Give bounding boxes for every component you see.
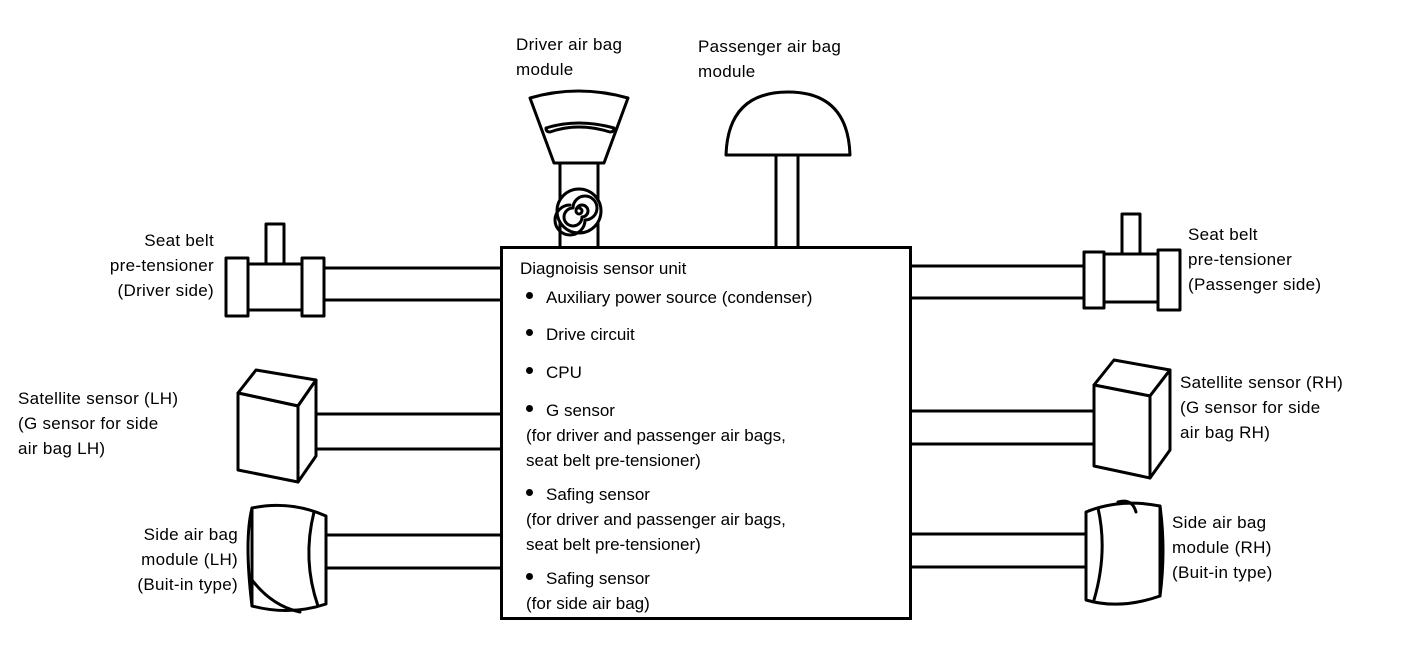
side-airbag-lh-label: Side air bag module (LH) (Buit-in type) — [137, 525, 238, 594]
pretensioner-passenger-label: Seat belt pre-tensioner (Passenger side) — [1188, 225, 1322, 294]
sensor-unit-item-label: Drive circuit — [546, 325, 635, 344]
sensor-unit-title: Diagnoisis sensor unit — [520, 259, 687, 278]
satellite-sensor-lh-drawing — [236, 368, 318, 484]
bullet-icon — [526, 329, 533, 337]
diagnosis-sensor-unit-box — [500, 246, 912, 620]
sensor-unit-item-label: Auxiliary power source (condenser) — [546, 288, 813, 307]
passenger-airbag-module-drawing — [724, 90, 852, 248]
satellite-sensor-rh-label: Satellite sensor (RH) (G sensor for side… — [1180, 373, 1344, 442]
sensor-unit-item: G sensor (for driver and passenger air b… — [526, 398, 786, 473]
bullet-icon — [526, 292, 533, 300]
side-airbag-rh-drawing — [1084, 499, 1165, 606]
pretensioner-driver-label: Seat belt pre-tensioner (Driver side) — [109, 231, 214, 300]
bullet-icon — [526, 367, 533, 375]
satellite-sensor-lh-label: Satellite sensor (LH) (G sensor for side… — [18, 389, 179, 458]
satellite-sensor-rh-drawing — [1092, 358, 1172, 480]
sensor-unit-item: Safing sensor (for side air bag) — [526, 566, 650, 616]
sensor-unit-item: Safing sensor (for driver and passenger … — [526, 482, 786, 557]
sensor-unit-item: CPU — [526, 360, 582, 385]
side-airbag-lh-drawing — [246, 503, 328, 614]
sensor-unit-item-note: seat belt pre-tensioner) — [526, 451, 701, 470]
side-airbag-rh-label: Side air bag module (RH) (Buit-in type) — [1172, 513, 1273, 582]
sensor-unit-item-note: (for driver and passenger air bags, — [526, 426, 786, 445]
sensor-unit-item-label: Safing sensor — [546, 485, 650, 504]
sensor-unit-item-label: Safing sensor — [546, 569, 650, 588]
bullet-icon — [526, 405, 533, 413]
sensor-unit-item-label: CPU — [546, 363, 582, 382]
driver-airbag-label: Driver air bag module — [516, 35, 623, 79]
bullet-icon — [526, 573, 533, 581]
pretensioner-passenger-drawing — [1082, 212, 1182, 312]
passenger-airbag-label: Passenger air bag module — [698, 37, 842, 81]
sensor-unit-item-note: (for side air bag) — [526, 594, 650, 613]
sensor-unit-item-note: seat belt pre-tensioner) — [526, 535, 701, 554]
sensor-unit-item-label: G sensor — [546, 401, 615, 420]
sensor-unit-item: Drive circuit — [526, 322, 635, 347]
sensor-unit-item: Auxiliary power source (condenser) — [526, 285, 812, 310]
driver-airbag-module-drawing — [528, 89, 630, 248]
sensor-unit-item-note: (for driver and passenger air bags, — [526, 510, 786, 529]
pretensioner-driver-drawing — [224, 222, 326, 318]
bullet-icon — [526, 489, 533, 497]
